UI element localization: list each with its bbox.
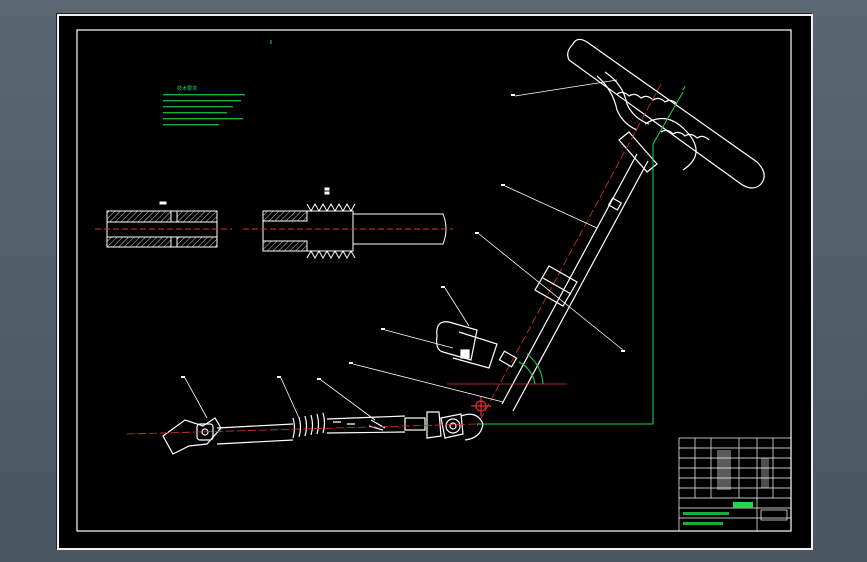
dimension-lines (477, 85, 686, 425)
notes-lines (163, 94, 245, 126)
title-block (678, 437, 792, 532)
steering-wheel (567, 38, 765, 189)
intermediate-shaft (126, 411, 484, 455)
inner-border (76, 29, 792, 532)
joint-center-mark (471, 396, 491, 416)
outer-frame (57, 14, 813, 550)
section-detail-spline (243, 187, 453, 260)
section-detail-tube (95, 201, 232, 248)
steering-column (476, 83, 662, 427)
leader-lines (184, 79, 624, 421)
column-bracket (436, 321, 498, 369)
balloon-marks (181, 94, 625, 380)
cad-drawing-canvas: 技术要求 (76, 29, 792, 532)
notes-heading: 技术要求 (177, 85, 197, 92)
drawing-sheet: 技术要求 (56, 13, 813, 550)
technical-notes: 技术要求 (163, 85, 245, 126)
angle-dimension (447, 353, 567, 385)
